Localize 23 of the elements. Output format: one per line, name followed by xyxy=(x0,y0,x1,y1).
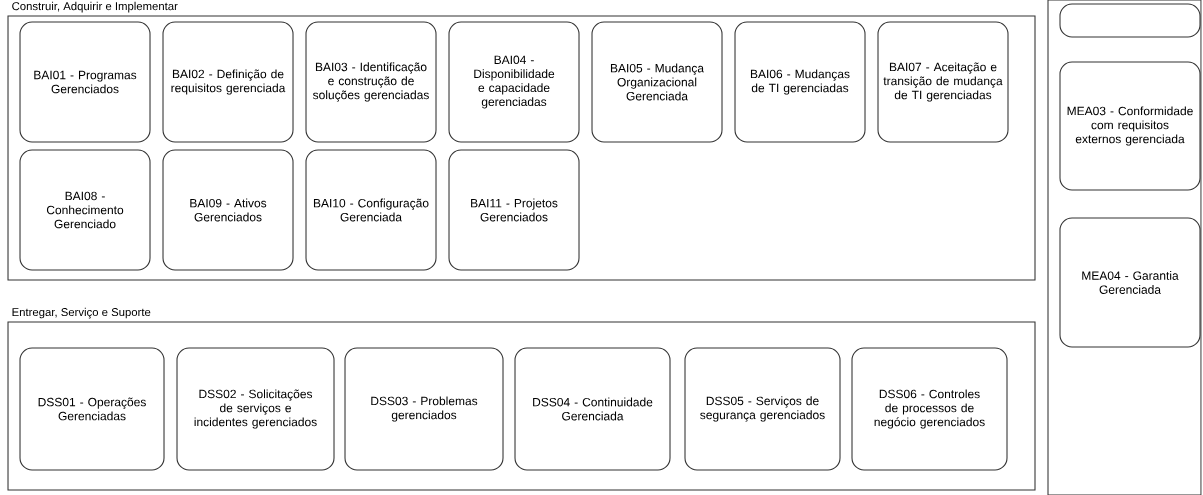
node-label: Entregar, Serviço e Suporte xyxy=(12,307,151,319)
group-panel xyxy=(1047,0,1202,495)
process-box: DSS04 - Continuidade Gerenciada xyxy=(514,347,671,471)
process-box: BAI09 - Ativos Gerenciados xyxy=(162,149,294,271)
process-box: BAI07 - Aceitação e transição de mudança de TI gerenciadas xyxy=(877,21,1009,143)
process-box: BAI06 - Mudanças de TI gerenciadas xyxy=(734,21,866,143)
process-box: DSS01 - Operações Gerenciadas xyxy=(19,347,165,471)
process-box: DSS05 - Serviços de segurança gerenciados xyxy=(684,347,841,471)
node-label: Construir, Adquirir e Implementar xyxy=(12,1,178,13)
process-box: BAI10 - Configuração Gerenciada xyxy=(305,149,437,271)
process-box: DSS03 - Problemas gerenciados xyxy=(344,347,504,471)
process-box: MEA04 - Garantia Gerenciada xyxy=(1059,217,1201,348)
process-box xyxy=(1059,3,1201,38)
process-box: BAI01 - Programas Gerenciados xyxy=(19,21,151,143)
process-box: BAI03 - Identificação e construção de soluções gerenciadas xyxy=(305,21,437,143)
process-box: BAI08 - Conhecimento Gerenciado xyxy=(19,149,151,271)
process-box: BAI04 - Disponibilidade e capacidade gerenciadas xyxy=(448,21,580,143)
process-box: MEA03 - Conformidade com requisitos externos gerenciada xyxy=(1059,61,1201,191)
process-box: DSS02 - Solicitações de serviços e incidentes gerenciados xyxy=(176,347,335,471)
process-box: BAI02 - Definição de requisitos gerenciada xyxy=(162,21,294,143)
process-box: BAI11 - Projetos Gerenciados xyxy=(448,149,580,271)
process-box: BAI05 - Mudança Organizacional Gerenciada xyxy=(591,21,723,143)
process-box: DSS06 - Controles de processos de negócio gerenciados xyxy=(851,347,1008,471)
